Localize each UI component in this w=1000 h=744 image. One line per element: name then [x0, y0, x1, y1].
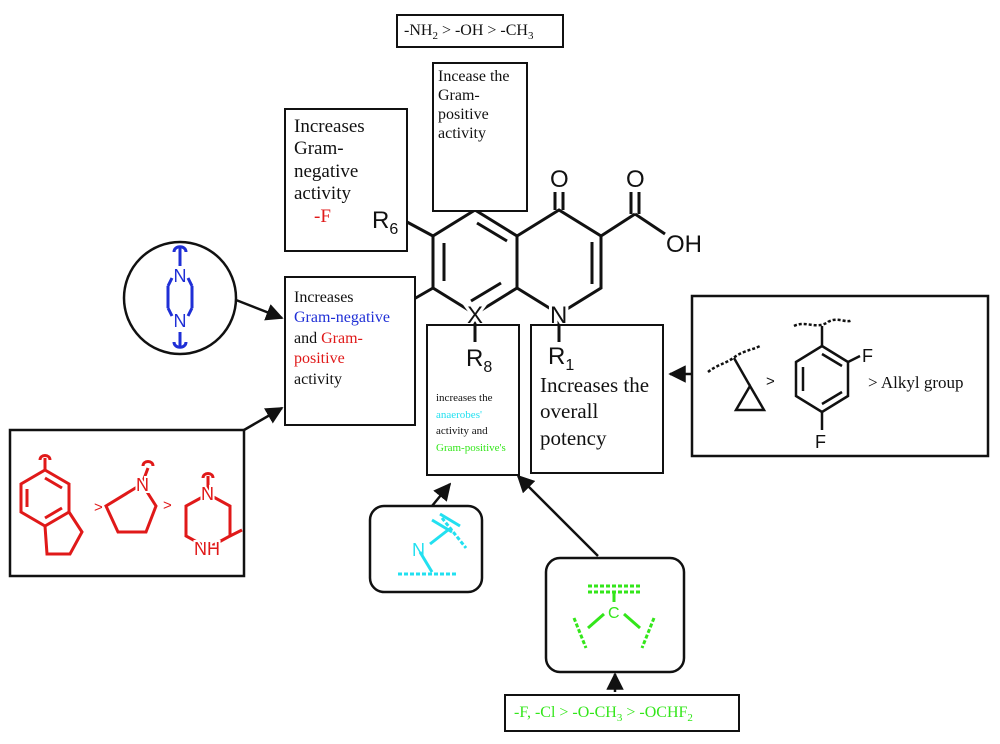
substituent-r8: R8 — [466, 345, 492, 376]
r8-effect-box: increases the anaerobes' activity and Gr… — [426, 324, 520, 476]
r8-increases: increases the — [436, 392, 493, 404]
r7-gt-2: > — [163, 497, 172, 514]
substituent-r1: R1 — [548, 343, 574, 374]
r6-effect-box: Increases Gram-negative activity -F — [284, 108, 408, 252]
halogen-order-box: -F, -Cl > -O-CH3 > -OCHF2 — [504, 694, 740, 732]
alkyl-group-label: > Alkyl group — [868, 373, 964, 392]
r8-activity-and: activity and — [436, 425, 488, 437]
amine-order-box: -NH2 > -OH > -CH3 — [396, 14, 564, 48]
r1-effect-box: Increases the overall potency — [530, 324, 664, 474]
ring-position-x: X — [467, 302, 483, 329]
cyan-imine-structure: N — [368, 504, 484, 594]
cyan-n-label: N — [412, 540, 425, 560]
r7-gram-positive: Gram-positive — [294, 329, 363, 368]
piperazine-structure: N N — [122, 240, 238, 356]
fluoro-bottom: F — [815, 432, 826, 452]
r7-and: and — [294, 329, 318, 347]
arrow-cyan-to-r8 — [431, 482, 452, 507]
r1-substituent-structures — [707, 318, 861, 430]
fluoro-top: F — [862, 346, 873, 366]
piperazine-n-bottom: N — [174, 311, 187, 331]
r1-structures-box — [690, 294, 990, 458]
r7-effect-box: Increases Gram-negative and Gram-positiv… — [284, 276, 416, 426]
r7-amines-box — [8, 428, 246, 578]
ring-nitrogen-n1: N — [550, 302, 567, 329]
r7-increases: Increases — [294, 289, 354, 306]
r7-amine-labels: > > N N NH — [94, 473, 222, 561]
arrow-amines-to-r7 — [243, 406, 284, 432]
r8-gram-positive: Gram-positive's — [436, 441, 506, 454]
acid-oxygen: O — [626, 166, 645, 193]
arrow-green-to-r8 — [516, 474, 599, 557]
r7-pyrrolidine-n: N — [136, 475, 149, 495]
r1-effect-text: Increases the overall potency — [540, 373, 650, 450]
r5-effect-box: Incease the Gram-positive activity — [432, 62, 528, 212]
r5-effect-text: Incease the Gram-positive activity — [438, 68, 510, 142]
r1-substituent-labels: > F F > Alkyl group — [766, 346, 964, 452]
quinolone-core — [406, 192, 666, 342]
r7-activity: activity — [294, 370, 342, 388]
keto-oxygen: O — [550, 166, 569, 193]
r7-amine-structures — [19, 454, 243, 556]
substituent-r6: R6 — [372, 207, 398, 238]
r8-anaerobes: anaerobes' — [436, 408, 482, 421]
hydroxyl-oh: OH — [666, 231, 702, 258]
r6-fluoro: -F — [314, 205, 331, 227]
connector-arrows — [235, 298, 692, 692]
r1-gt: > — [766, 373, 775, 390]
r7-piperazine-nh: NH — [194, 539, 220, 559]
r7-piperazine-n: N — [201, 484, 214, 504]
arrow-piperazine-to-r7 — [235, 298, 284, 321]
green-c-label: C — [608, 605, 620, 622]
r7-gt-1: > — [94, 499, 103, 516]
piperazine-n-top: N — [174, 266, 187, 286]
green-carbon-structure: C — [544, 556, 686, 674]
nh2-text: -NH — [404, 22, 433, 39]
r7-gram-negative: Gram-negative — [294, 309, 390, 327]
r6-effect-text: Increases Gram-negative activity — [294, 116, 365, 205]
